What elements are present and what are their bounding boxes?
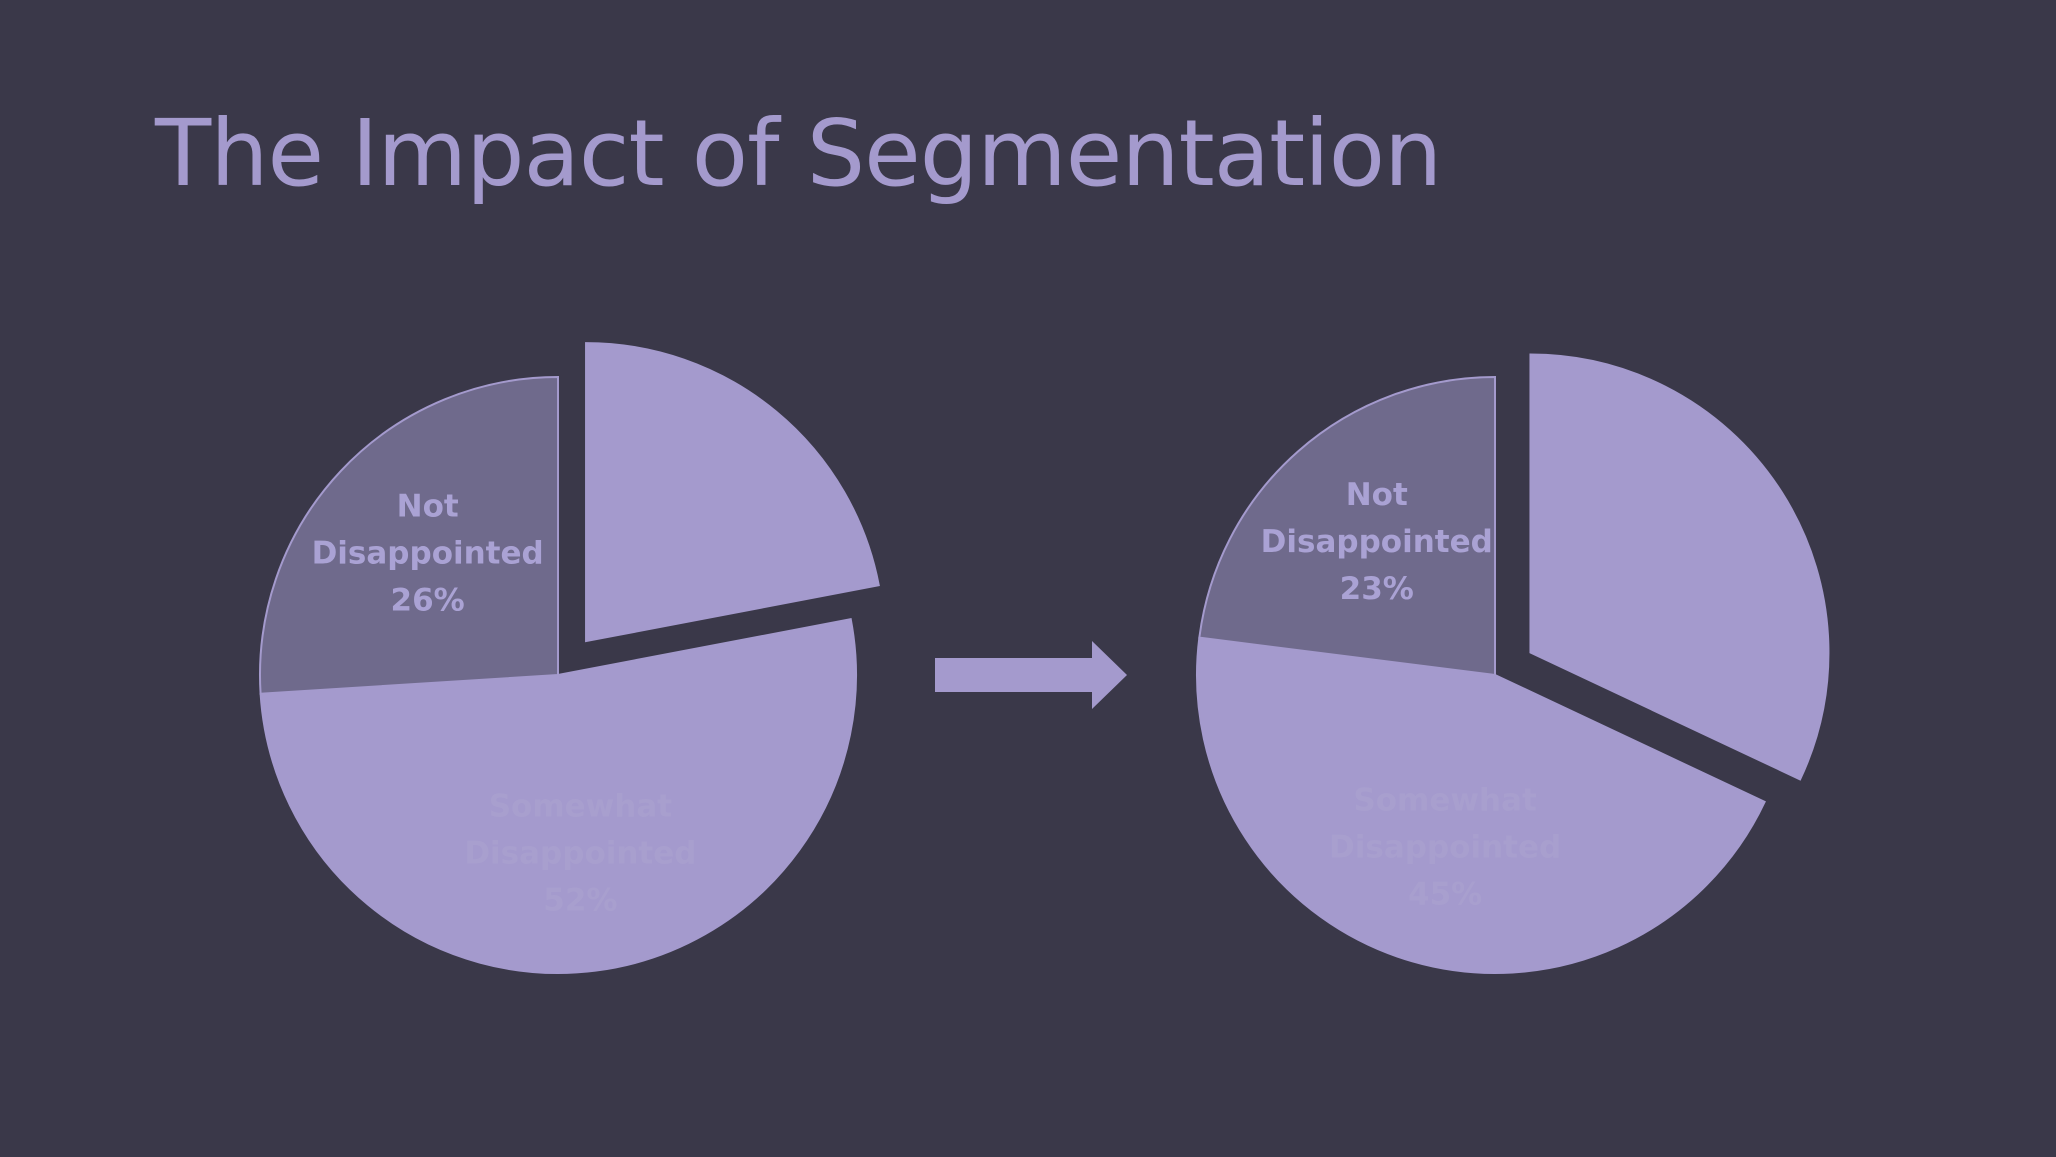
- pie-1-slice-1: [1196, 636, 1766, 974]
- pie-0-slice-1-label-line-0: Somewhat: [489, 788, 673, 824]
- pie-1-slice-1-label-line-0: Somewhat: [1353, 783, 1537, 819]
- pie-0-slice-2: [259, 375, 559, 695]
- pie-0-slice-1-label-line-1: Disappointed: [464, 835, 696, 871]
- pie-1-slice-2-label-line-1: Disappointed: [1261, 524, 1493, 560]
- pie-1-slice-1-label-line-2: 45%: [1408, 877, 1482, 913]
- pie-0-slice-1: [259, 617, 857, 974]
- pie-0-slice-2-label-line-1: Disappointed: [312, 536, 544, 572]
- pie-0-slice-2-label-line-2: 26%: [391, 583, 465, 619]
- pie-0-slice-1-label-line-2: 52%: [543, 882, 617, 918]
- pie-1-slice-2-label-line-2: 23%: [1340, 571, 1414, 607]
- pie-0-slice-0: [585, 342, 880, 643]
- slide-title: The Impact of Segmentation: [155, 100, 1442, 207]
- pie-1-slice-2: [1198, 375, 1496, 677]
- pie-1-slice-0: [1529, 353, 1830, 781]
- pie-0-slice-2-label-line-0: Not: [397, 489, 459, 525]
- pie-1-slice-2-label-line-0: Not: [1346, 477, 1408, 513]
- pie-1-slice-1-label-line-1: Disappointed: [1329, 830, 1561, 866]
- right-arrow-shape: [935, 641, 1127, 709]
- right-arrow-icon: [935, 641, 1127, 709]
